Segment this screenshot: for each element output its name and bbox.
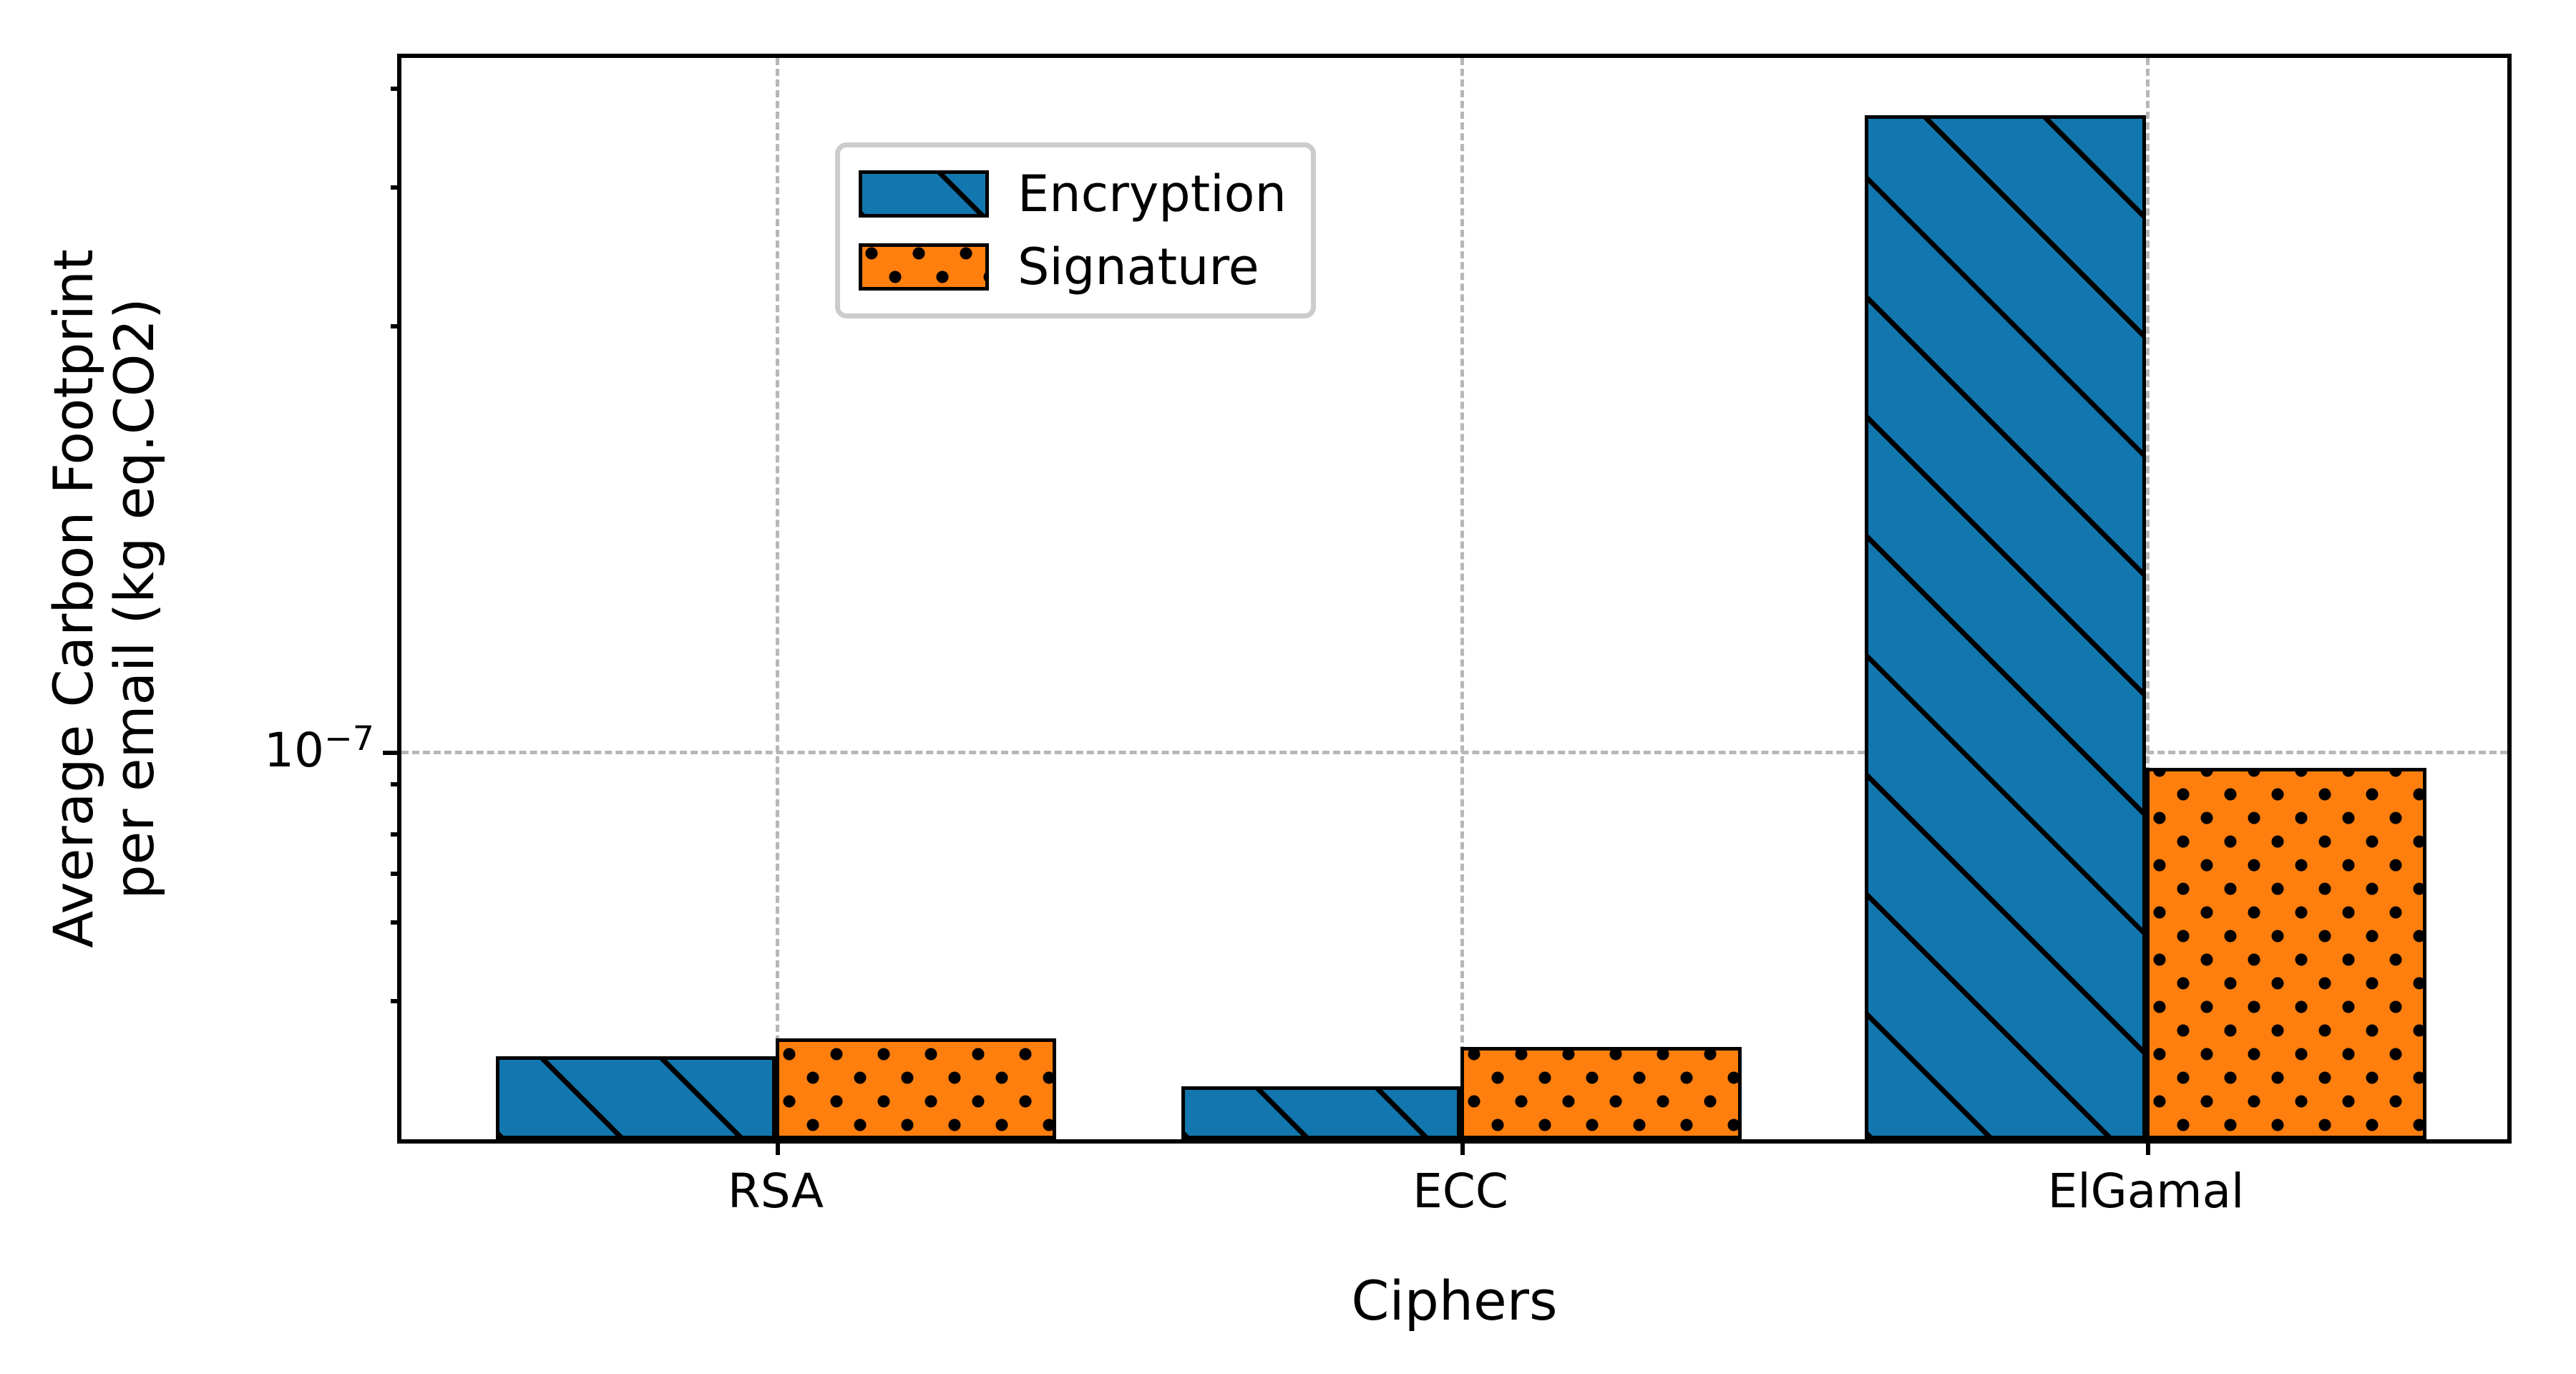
vertical-gridline: [776, 58, 779, 1139]
hatch-pattern-dots: [1463, 1049, 1740, 1137]
y-tick-minor: [391, 872, 401, 876]
hatch-pattern-diagonal: [498, 1058, 774, 1137]
x-tick: [2146, 1139, 2150, 1155]
y-tick-minor: [391, 999, 401, 1003]
chart-legend[interactable]: Encryption Signature: [835, 142, 1316, 318]
legend-item-encryption[interactable]: Encryption: [859, 163, 1287, 225]
hatch-pattern-diagonal: [1867, 117, 2144, 1137]
y-tick-major: [383, 751, 401, 755]
legend-label-signature: Signature: [1018, 238, 1259, 296]
y-tick-minor: [391, 87, 401, 91]
hatch-pattern-diagonal: [1184, 1088, 1458, 1137]
y-tick-label: 10−7: [264, 722, 374, 774]
vertical-gridline: [1460, 58, 1464, 1139]
y-tick-label-base: 10: [263, 723, 324, 778]
x-tick: [1460, 1139, 1465, 1155]
x-tick-label-ecc: ECC: [1413, 1164, 1508, 1219]
legend-item-signature[interactable]: Signature: [859, 236, 1287, 298]
y-tick-minor: [391, 782, 401, 786]
y-tick-minor: [391, 920, 401, 925]
y-tick-minor: [391, 185, 401, 190]
bar-signature-elgamal[interactable]: [2146, 768, 2426, 1139]
plot-area: 10−7 RSA ECC ElGamal Encryption Signatur…: [264, 54, 2512, 1215]
y-tick-minor: [391, 324, 401, 328]
legend-swatch-signature-icon: [859, 243, 989, 291]
bar-encryption-elgamal[interactable]: [1865, 115, 2146, 1139]
x-tick: [776, 1139, 780, 1155]
hatch-pattern-diagonal: [862, 174, 985, 214]
x-axis-title: Ciphers: [1351, 1269, 1558, 1332]
y-axis-title-line2: per email (kg eq.CO2): [102, 298, 166, 900]
legend-swatch-encryption-icon: [859, 170, 989, 218]
plot-clip-region: [401, 58, 2507, 1139]
bar-signature-ecc[interactable]: [1460, 1047, 1742, 1139]
legend-label-encryption: Encryption: [1018, 165, 1287, 223]
hatch-pattern-dots: [778, 1041, 1054, 1137]
x-tick-label-elgamal: ElGamal: [2047, 1164, 2245, 1219]
y-tick-label-exponent: −7: [323, 719, 374, 759]
x-tick-label-rsa: RSA: [727, 1164, 824, 1219]
y-tick-minor: [391, 832, 401, 837]
y-axis-title: Average Carbon Footprint per email (kg e…: [21, 54, 186, 1144]
y-axis-title-line1: Average Carbon Footprint: [41, 249, 105, 948]
horizontal-gridline: [401, 751, 2507, 754]
vertical-gridline: [2146, 58, 2150, 1139]
hatch-pattern-dots: [862, 247, 985, 287]
bar-encryption-rsa[interactable]: [496, 1056, 776, 1139]
hatch-pattern-dots: [2148, 770, 2424, 1137]
bar-encryption-ecc[interactable]: [1181, 1086, 1460, 1139]
bar-signature-rsa[interactable]: [776, 1038, 1056, 1139]
